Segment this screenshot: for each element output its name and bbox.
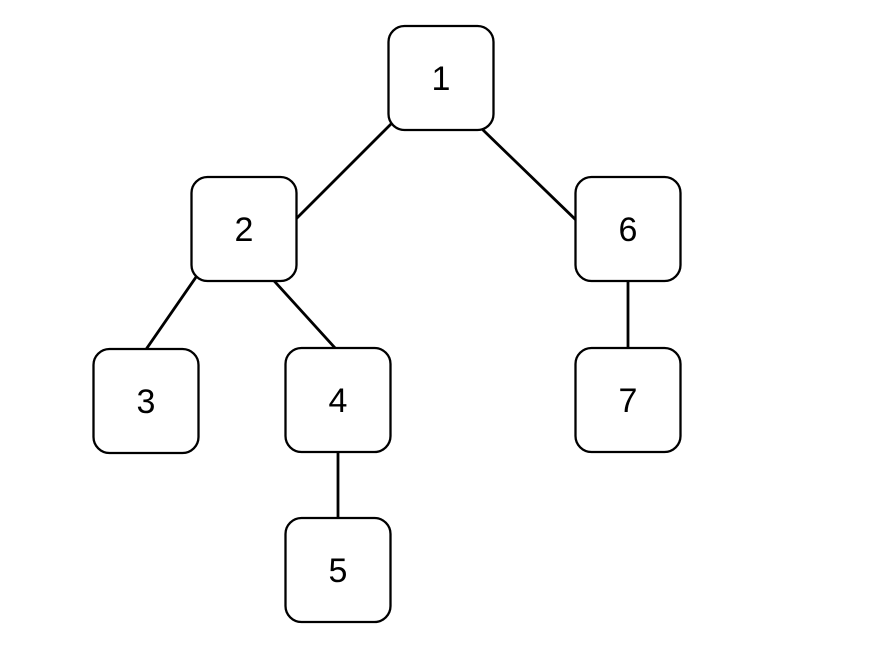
tree-node-label-2: 2 — [235, 211, 254, 249]
tree-edge-1-2 — [289, 118, 397, 226]
tree-node-label-4: 4 — [329, 382, 348, 420]
tree-edge-1-6 — [474, 122, 585, 228]
tree-edge-2-4 — [269, 275, 343, 357]
tree-node-label-6: 6 — [619, 211, 638, 249]
tree-node-box-7 — [574, 346, 682, 454]
tree-node-box-2 — [190, 175, 298, 283]
tree-node-box-1 — [387, 24, 495, 132]
tree-node-2: 2 — [190, 175, 298, 283]
tree-node-box-6 — [574, 175, 682, 283]
tree-node-box-4 — [284, 346, 392, 454]
tree-node-box-3 — [92, 347, 200, 455]
tree-node-7: 7 — [574, 346, 682, 454]
tree-node-6: 6 — [574, 175, 682, 283]
tree-node-label-1: 1 — [432, 60, 451, 98]
tree-edge-2-3 — [141, 272, 200, 356]
tree-node-label-3: 3 — [137, 383, 156, 421]
tree-node-5: 5 — [284, 516, 392, 624]
tree-node-1: 1 — [387, 24, 495, 132]
tree-node-4: 4 — [284, 346, 392, 454]
tree-node-box-5 — [284, 516, 392, 624]
tree-node-label-7: 7 — [619, 382, 638, 420]
tree-node-label-5: 5 — [329, 552, 348, 590]
tree-node-3: 3 — [92, 347, 200, 455]
